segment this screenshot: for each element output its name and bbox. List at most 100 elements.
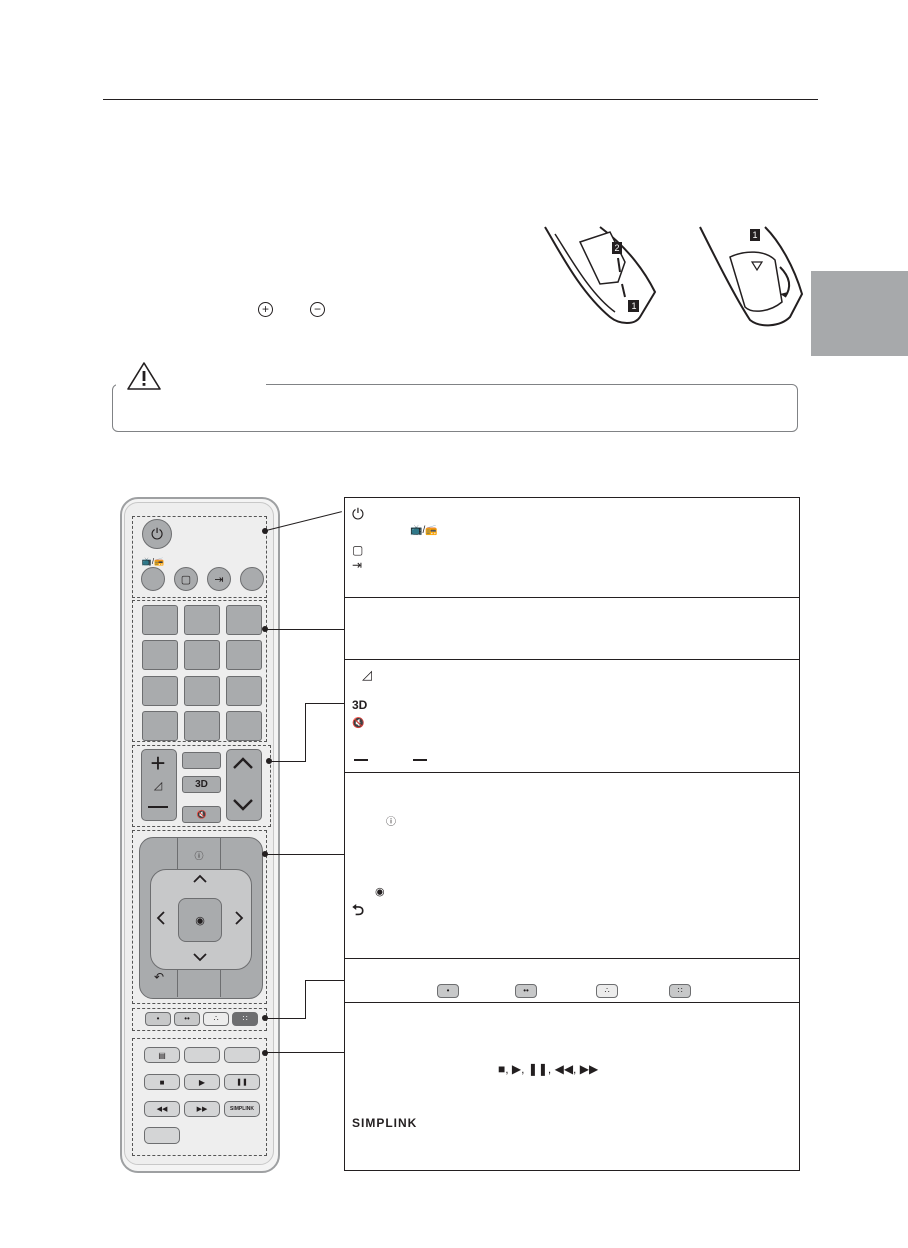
nav-up-icon[interactable] [192,874,208,884]
leader-line-5c [305,980,344,981]
number-button-6[interactable] [226,640,262,670]
stop-button[interactable]: ■ [144,1074,180,1090]
leader-dot-1 [262,528,268,534]
yellow-button[interactable]: ∴ [203,1012,229,1026]
nav-down-icon[interactable] [192,952,208,962]
simplink-button[interactable]: SIMPLINK [224,1101,260,1117]
ratio-button[interactable]: ▢ [174,567,198,591]
leader-dot-6 [262,1050,268,1056]
callout-yellow-icon: ∴ [596,984,618,998]
callout-tv-radio-icon: 📺/📻 [410,525,438,536]
back-button[interactable]: ↶ [153,970,165,984]
ad-button[interactable] [144,1127,180,1144]
leader-line-5b [305,980,306,1019]
tv-radio-label-icon: 📺/📻 [141,556,165,566]
power-button[interactable]: ⏻ [142,519,172,549]
callout-table [344,497,800,1171]
group-playback-box [132,1038,267,1156]
subtitle-button[interactable] [224,1047,260,1063]
plus-icon: + [258,302,273,317]
number-button-3[interactable] [226,605,262,635]
leader-line-5a [266,1018,306,1019]
row-divider-1 [344,597,799,598]
green-button[interactable]: •• [174,1012,200,1026]
leader-dot-3 [266,758,272,764]
info-button[interactable]: ⓘ [194,850,204,861]
leader-dot-5 [262,1015,268,1021]
row-divider-5 [344,1002,799,1003]
number-button-1[interactable] [142,605,178,635]
row-divider-4 [344,958,799,959]
leader-line-3c [305,703,344,704]
callout-info-icon: ⓘ [386,817,396,828]
row-divider-3 [344,772,799,773]
warning-icon [127,362,161,390]
step-1-label-close: 1 [750,229,760,241]
callout-mute-icon: 🔇 [352,718,365,729]
blue-button[interactable]: ∷ [232,1012,258,1026]
settings-small-button[interactable] [182,752,221,769]
number-button-5[interactable] [184,640,220,670]
extra-round-button[interactable] [240,567,264,591]
volume-down-icon [148,806,168,808]
volume-icon: ◿ [153,779,163,792]
tv-radio-button[interactable] [141,567,165,591]
volume-up-icon: + [150,747,166,778]
leader-line-3b [305,703,306,762]
input-button[interactable]: ⇥ [207,567,231,591]
play-button[interactable]: ▶ [184,1074,220,1090]
callout-input-icon: ⇥ [352,558,363,572]
list-button[interactable] [142,711,178,741]
caution-box [112,384,798,432]
flashback-button[interactable] [226,711,262,741]
callout-power-icon: ⏻ [352,506,364,523]
callout-volume-icon: ◿ [362,667,372,682]
3d-button[interactable]: 3D [182,776,221,793]
teletext-button[interactable]: ▤ [144,1047,180,1063]
text-option-button[interactable] [184,1047,220,1063]
leader-line-2 [266,629,344,630]
group-volume-box [132,745,271,827]
callout-ok-icon: ◉ [375,886,385,898]
callout-3d-icon: 3D [352,698,368,712]
pause-button[interactable]: ❚❚ [224,1074,260,1090]
number-button-7[interactable] [142,676,178,706]
number-button-0[interactable] [184,711,220,741]
row-divider-2 [344,659,799,660]
leader-dot-2 [262,626,268,632]
fast-forward-button[interactable]: ▶▶ [184,1101,220,1117]
callout-channel-up-icon [413,759,427,761]
group-power-box [132,516,267,598]
callout-back-icon: ⮌ [352,902,365,919]
group-numberpad-box [132,600,267,742]
section-tab [811,271,908,356]
number-button-4[interactable] [142,640,178,670]
step-2-label: 2 [612,242,622,254]
volume-rocker[interactable] [141,749,177,821]
ok-button[interactable]: ◉ [178,898,222,942]
leader-line-4 [266,854,344,855]
battery-cover-close-illustration [699,226,804,327]
battery-cover-open-illustration [544,226,657,324]
minus-icon: − [310,302,325,317]
rewind-button[interactable]: ◀◀ [144,1101,180,1117]
number-button-2[interactable] [184,605,220,635]
callout-blue-icon: ∷ [669,984,691,998]
header-rule [103,99,818,100]
red-button[interactable]: • [145,1012,171,1026]
callout-green-icon: •• [515,984,537,998]
leader-line-6 [266,1052,344,1053]
number-button-9[interactable] [226,676,262,706]
callout-ratio-icon: ▢ [352,543,364,557]
callout-red-icon: • [437,984,459,998]
channel-down-icon [233,799,253,811]
callout-channel-down-icon [354,759,368,761]
group-navigation-box [132,830,267,1004]
mute-button[interactable]: 🔇 [182,806,221,823]
nav-right-icon[interactable] [234,910,244,926]
step-1-label: 1 [629,300,639,312]
callout-playback-icons: ■, ▶, ❚❚, ◀◀, ▶▶ [498,1062,599,1076]
number-button-8[interactable] [184,676,220,706]
nav-left-icon[interactable] [156,910,166,926]
callout-simplink-icon: SIMPLINK [352,1116,418,1130]
